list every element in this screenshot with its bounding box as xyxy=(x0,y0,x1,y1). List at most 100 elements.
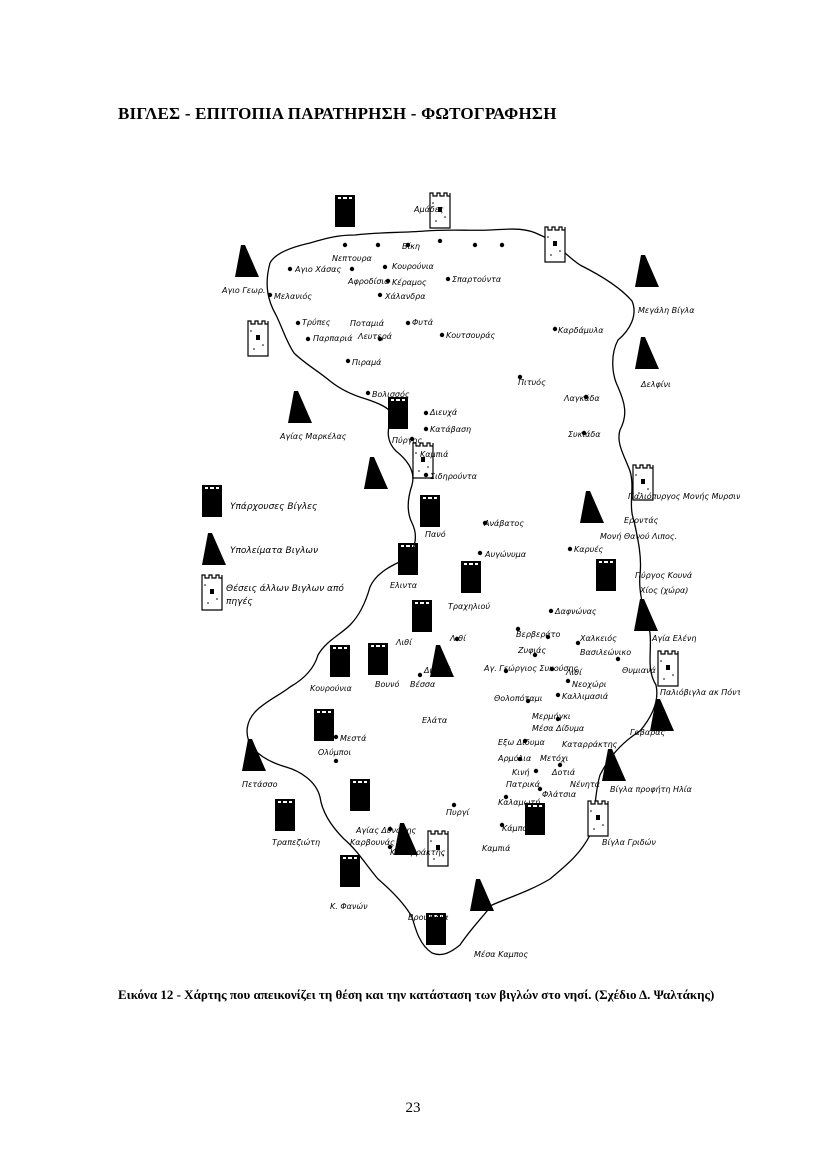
label: Αφροδίσια xyxy=(347,277,390,286)
label: Μετόχι xyxy=(540,753,569,763)
tower-icon xyxy=(368,643,388,675)
label: Παλιόβιγλα ακ Πόντα xyxy=(660,687,740,697)
ruin-icon xyxy=(288,391,312,423)
label: Παλιόπυργος Μονής Μυρσινιδίου xyxy=(628,491,740,501)
label: Τραπεζιώτη xyxy=(272,837,320,847)
tower-icon xyxy=(420,495,440,527)
legend-existing: Υπάρχουσες Βίγλες xyxy=(230,502,317,512)
label: Κουρούνια xyxy=(392,262,435,271)
label: Καταρράκτης xyxy=(562,740,618,749)
tower-icon xyxy=(314,709,334,741)
coastline xyxy=(246,228,658,956)
label: Μερμήγκι xyxy=(532,712,571,721)
legend-remnants: Υπολείματα Βιγλων xyxy=(230,546,318,556)
label: Πιραμά xyxy=(352,358,382,367)
label: Αγίας Δύναμης xyxy=(355,826,416,835)
label: Μέσα Δίδυμα xyxy=(532,723,585,733)
village-dots xyxy=(267,238,621,850)
tower-icon xyxy=(350,779,370,811)
label: Θυμιανά xyxy=(622,666,656,675)
ruin-icon xyxy=(634,599,658,631)
label: Κατάβαση xyxy=(430,425,471,434)
label: Γαβαράς xyxy=(630,728,665,737)
label: Εροντάς xyxy=(624,516,659,525)
label: Νεπτουρα xyxy=(332,254,373,263)
label: Λαγκάδα xyxy=(563,394,600,403)
label: Τραχηλιού xyxy=(448,602,490,611)
legend-tower-outline-icon xyxy=(201,574,223,611)
label: Διευχά xyxy=(423,666,452,675)
label: Βέσσα xyxy=(410,679,436,689)
label: Αγιο Γεωρ. xyxy=(221,286,265,295)
label: Μεγάλη Βίγλα xyxy=(638,306,695,315)
label: Τρύπες xyxy=(302,318,331,327)
legend-tower-icon xyxy=(202,485,222,517)
ruin-icon xyxy=(242,739,266,771)
label: Βρουλίδια xyxy=(408,913,449,922)
label: Ποταμιά xyxy=(350,319,385,328)
legend-sources: Θέσεις άλλων Βιγλων από πηγές xyxy=(226,584,344,607)
ruin-icon xyxy=(635,255,659,287)
label: Χάλανδρα xyxy=(384,292,426,301)
label: Βίγλα Γριδών xyxy=(602,837,656,847)
label: Κινή xyxy=(512,768,530,777)
label: Εξω Διδυμα xyxy=(498,738,546,747)
tower-outline-icon xyxy=(587,800,609,837)
label: Καμπιά xyxy=(482,844,511,853)
label: Αγία Ελένη xyxy=(651,633,696,643)
label: Καλλιμασιά xyxy=(562,692,609,701)
label: Αγιο Χάσας xyxy=(294,265,341,274)
label: Μονή Θανού Λιπος. xyxy=(600,532,677,541)
label: Κάμπος xyxy=(502,824,532,833)
label: Σιδηρούντα xyxy=(430,472,478,481)
label: Χίος (χώρα) xyxy=(639,585,688,595)
label: Σπαρτούντα xyxy=(452,275,502,284)
label: Βίγλα προφήτη Ηλία xyxy=(610,785,693,794)
label: Λιθί xyxy=(395,638,413,647)
label: Φλάτσια xyxy=(542,790,577,799)
label: Λιθί xyxy=(565,668,583,677)
label: Ζυφιάς xyxy=(517,646,546,655)
label: Δαφνώνας xyxy=(554,606,597,616)
label: Πιτυός xyxy=(518,377,546,387)
label: Μεστά xyxy=(340,734,367,743)
label: Ανάβατος xyxy=(483,519,524,528)
tower-icon xyxy=(412,600,432,632)
tower-icon xyxy=(335,195,355,227)
label: Συκιάδα xyxy=(568,430,601,439)
label: Βερβεράτο xyxy=(516,630,560,639)
label: Κουτσουράς xyxy=(446,331,496,340)
label: Θολοπόταμι xyxy=(494,693,543,703)
label: Δελφίνι xyxy=(640,380,671,389)
label: Διευχά xyxy=(429,408,458,417)
tower-icon xyxy=(596,559,616,591)
tower-outline-icon xyxy=(247,320,269,357)
tower-outline-icon xyxy=(657,650,679,687)
legend-ruin-icon xyxy=(202,533,226,565)
label: Μέσα Καμπος xyxy=(474,949,528,959)
label: Πύργος xyxy=(392,436,422,445)
label: Λιθί xyxy=(449,634,467,643)
label: Ολύμποι xyxy=(318,748,351,757)
label: Αμάδες xyxy=(413,205,444,214)
label: Ελιντα xyxy=(390,581,418,590)
label: Αγ. Γεώργιος Συκούσης xyxy=(483,663,578,673)
label: Πατρικά xyxy=(506,780,541,789)
label: Αρμόλια xyxy=(497,753,532,763)
label: Νένητα xyxy=(570,779,601,789)
label: Καμπιά xyxy=(420,450,449,459)
island-map: Υπάρχουσες Βίγλες Υπολείματα Βιγλων Θέσε… xyxy=(201,192,740,959)
label: Κουρούνια xyxy=(310,684,353,693)
label: Λευτερά xyxy=(357,332,393,341)
label: Δοτιά xyxy=(551,768,576,777)
ruin-icon xyxy=(635,337,659,369)
page-number: 23 xyxy=(405,1100,421,1116)
label: Καλαμωτή xyxy=(498,798,540,807)
legend-sources-wrap: Θέσεις άλλων Βιγλων από πηγές xyxy=(226,584,344,607)
label: Κ. Φανών xyxy=(330,901,368,911)
tower-icon xyxy=(388,397,408,429)
tower-icon xyxy=(398,543,418,575)
label: Νεοχώρι xyxy=(572,679,607,689)
label: Πύργος Κουνά xyxy=(635,571,693,580)
label: Καρβουνάς xyxy=(350,838,395,847)
